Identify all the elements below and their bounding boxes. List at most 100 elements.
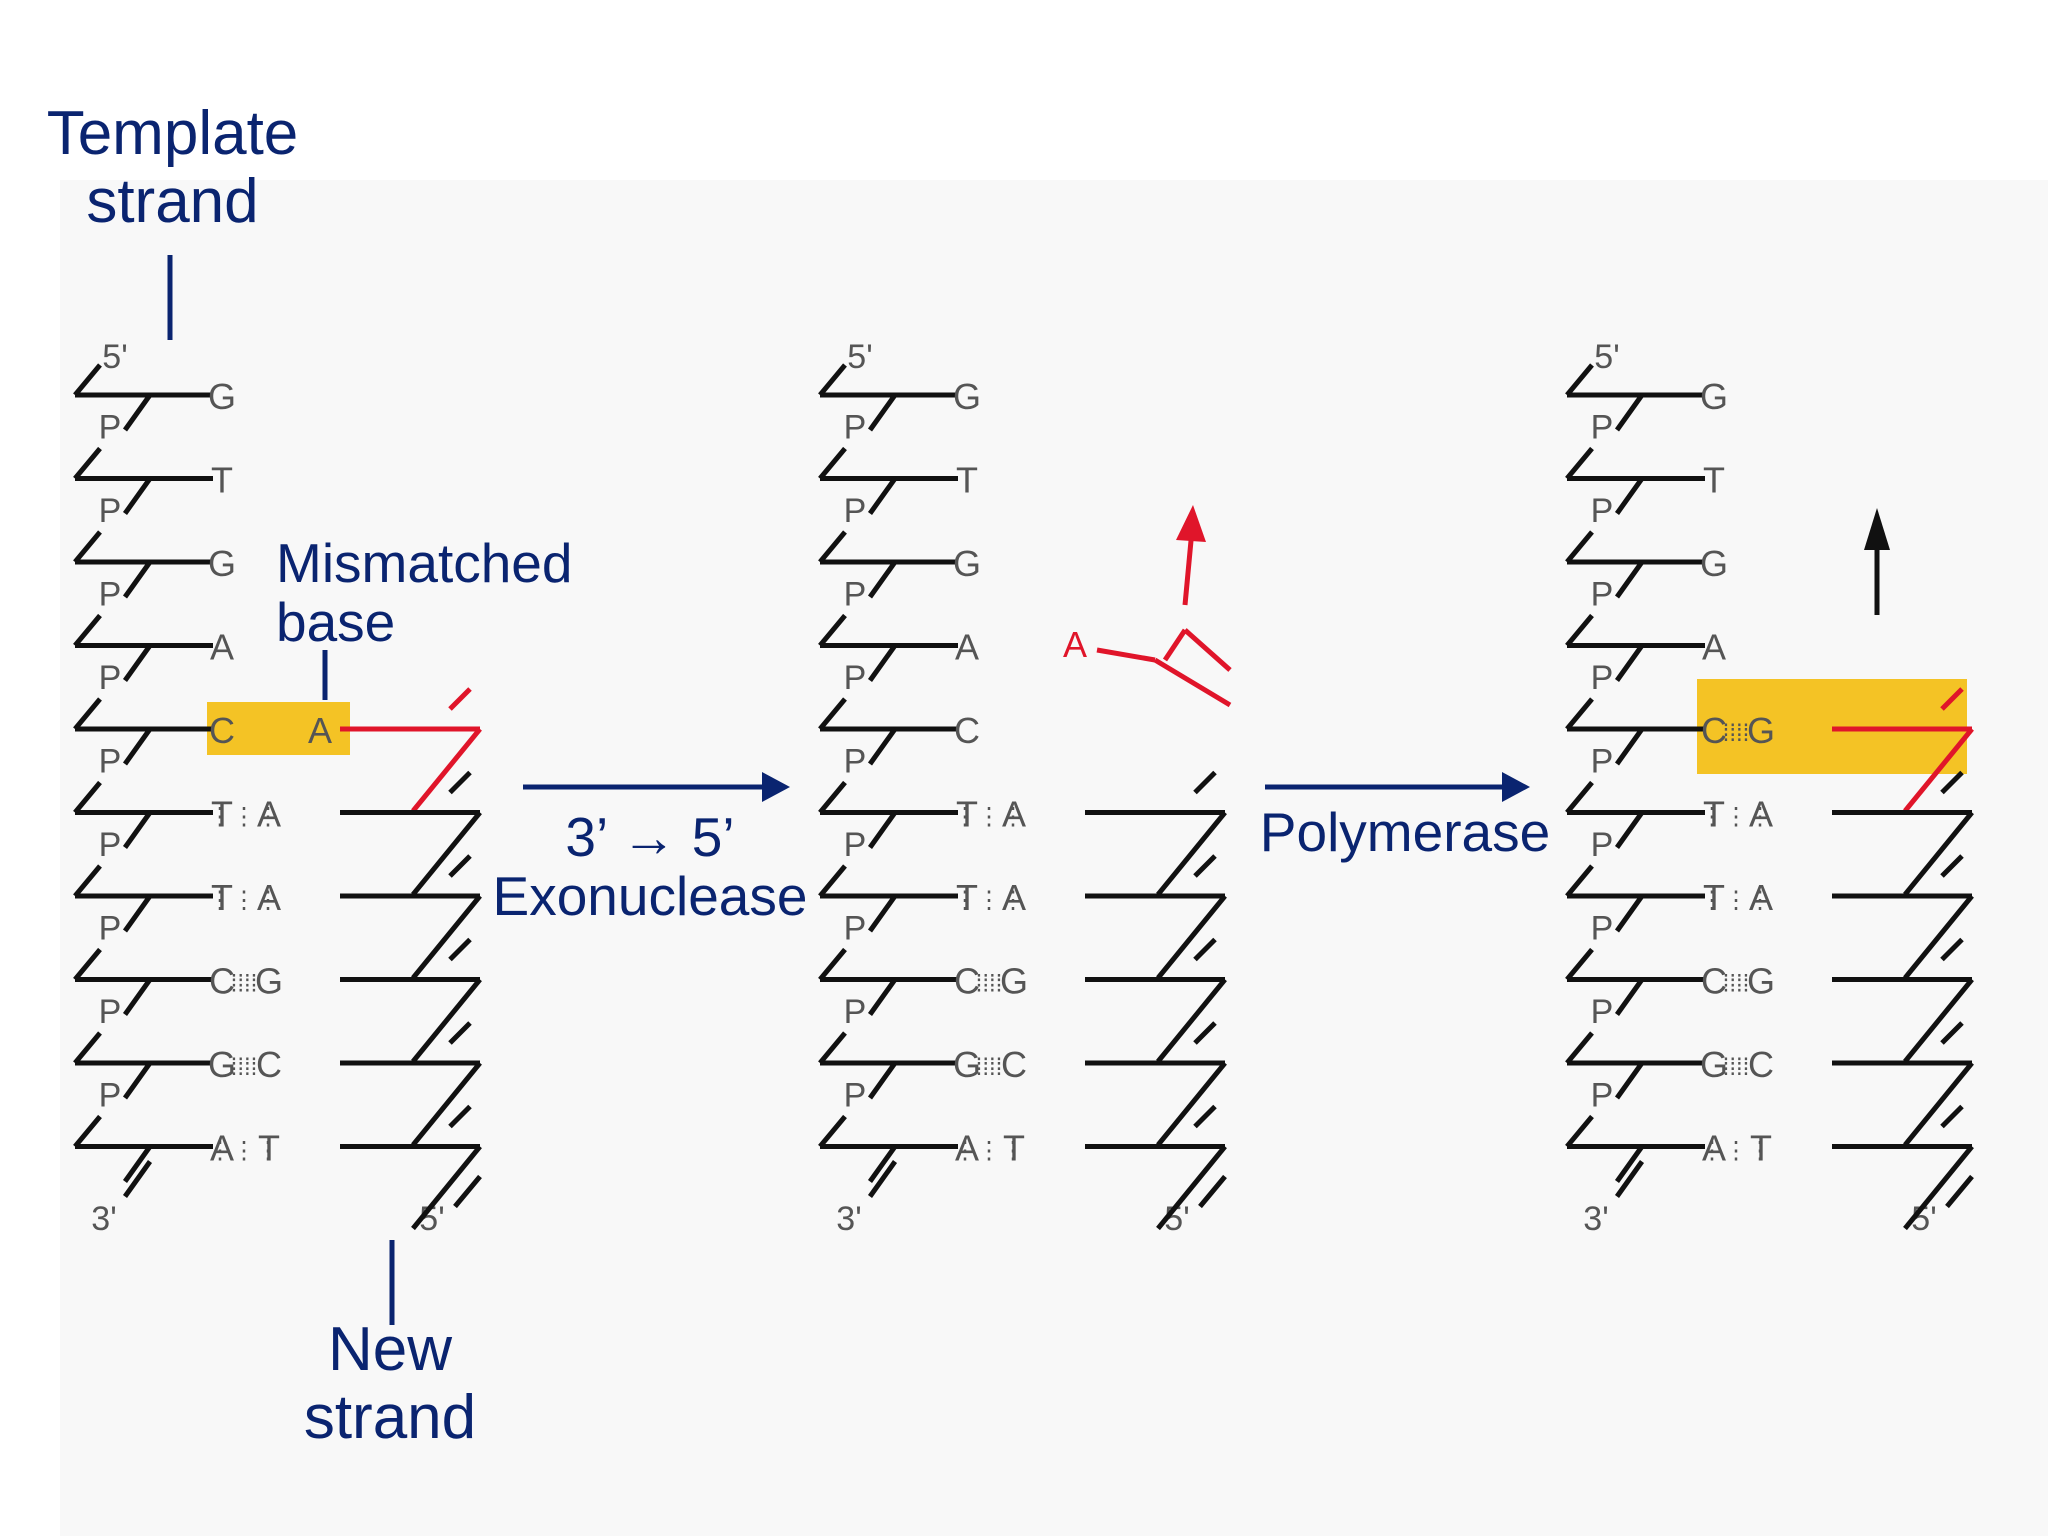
mismatched-base-line-1: Mismatched bbox=[276, 532, 573, 594]
phosphate-label: P bbox=[1591, 409, 1614, 447]
new-strand-sugar-diagonal bbox=[1903, 977, 1974, 1064]
excised-nucleotide-sugar bbox=[1153, 657, 1232, 708]
triple-hydrogen-bond: ⁞⁞⁞⁞ bbox=[231, 1054, 258, 1081]
phosphate-label: P bbox=[1591, 576, 1614, 614]
template-phosphate-link bbox=[1614, 978, 1645, 1016]
new-strand-base: T bbox=[1003, 1128, 1025, 1169]
template-phosphate-link bbox=[867, 894, 898, 933]
mismatched-base-line-2: base bbox=[276, 591, 396, 654]
new-strand-line-2: strand bbox=[303, 1383, 477, 1453]
new-strand-phosphate-link bbox=[1193, 770, 1217, 795]
phosphate-label: P bbox=[99, 576, 122, 614]
template-base: T bbox=[211, 460, 233, 501]
excision-arrow-shaft bbox=[1182, 529, 1195, 606]
template-base: A bbox=[1702, 1128, 1726, 1169]
template-sugar-link bbox=[818, 947, 847, 982]
new-strand-phosphate-link bbox=[1940, 687, 1964, 711]
template-base: C bbox=[209, 961, 235, 1002]
phosphate-label: P bbox=[1591, 826, 1614, 864]
template-sugar-link bbox=[1565, 780, 1594, 815]
template-5prime-label: 5' bbox=[847, 338, 872, 376]
triple-hydrogen-bond: ⁞⁞⁞⁞ bbox=[976, 1054, 1003, 1081]
template-base: G bbox=[953, 1044, 981, 1085]
template-3prime-label: 3' bbox=[836, 1200, 861, 1238]
template-phosphate-link bbox=[867, 1061, 898, 1100]
phosphate-label: P bbox=[99, 910, 122, 948]
new-strand-base: G bbox=[255, 961, 283, 1002]
new-strand-phosphate-link bbox=[448, 770, 472, 795]
double-hydrogen-bond: ⋮⋮⋮ bbox=[208, 804, 280, 831]
exonuclease-label: 3’ → 5’ Exonuclease bbox=[480, 807, 820, 928]
polymerase-arrow-head bbox=[1502, 772, 1530, 802]
template-phosphate-link bbox=[867, 477, 898, 515]
template-strand-label: Template strand bbox=[20, 99, 325, 236]
template-sugar-link bbox=[1565, 530, 1594, 564]
template-phosphate-link bbox=[867, 560, 898, 599]
excised-nucleotide-link bbox=[1183, 628, 1232, 672]
new-strand-base: A bbox=[1749, 794, 1773, 835]
template-sugar-link bbox=[867, 1160, 898, 1198]
new-strand-base: C bbox=[1748, 1044, 1774, 1085]
template-sugar-link bbox=[1565, 363, 1594, 397]
double-hydrogen-bond: ⋮⋮⋮ bbox=[1700, 1138, 1772, 1165]
triple-hydrogen-bond: ⁞⁞⁞⁞ bbox=[1723, 720, 1750, 747]
phosphate-label: P bbox=[99, 826, 122, 864]
new-strand-sugar-diagonal bbox=[1156, 810, 1227, 897]
phosphate-label: P bbox=[99, 492, 122, 530]
template-base: G bbox=[208, 1044, 236, 1085]
template-base: C bbox=[954, 961, 980, 1002]
new-strand-sugar-diagonal bbox=[1903, 1061, 1974, 1147]
new-strand-sugar-diagonal bbox=[1903, 727, 1974, 813]
new-strand-base: A bbox=[1749, 877, 1773, 918]
new-strand-phosphate-link bbox=[1193, 1104, 1217, 1129]
template-sugar-link bbox=[73, 864, 102, 898]
phosphate-label: P bbox=[844, 993, 867, 1031]
template-base: G bbox=[208, 376, 236, 417]
new-strand-base: A bbox=[257, 877, 281, 918]
template-phosphate-link bbox=[867, 393, 898, 432]
new-strand-sugar-diagonal bbox=[1903, 894, 1974, 980]
exonuclease-name: Exonuclease bbox=[492, 865, 808, 928]
double-hydrogen-bond: ⋮⋮⋮ bbox=[1700, 804, 1772, 831]
double-hydrogen-bond: ⋮⋮⋮ bbox=[1700, 887, 1772, 914]
double-hydrogen-bond: ⋮⋮⋮ bbox=[208, 887, 280, 914]
new-strand-sugar-diagonal bbox=[1156, 1144, 1227, 1231]
new-strand-sugar-diagonal bbox=[411, 727, 482, 813]
excised-nucleotide-rung bbox=[1096, 647, 1156, 663]
template-phosphate-link bbox=[1614, 644, 1645, 682]
template-phosphate-link bbox=[122, 727, 153, 766]
template-base: A bbox=[1702, 627, 1726, 668]
template-phosphate-link bbox=[122, 393, 153, 432]
new-strand-sugar-diagonal bbox=[411, 894, 482, 980]
template-3prime-label: 3' bbox=[91, 1200, 116, 1238]
template-sugar-link bbox=[818, 1114, 847, 1149]
template-sugar-link bbox=[73, 1031, 102, 1065]
template-phosphate-link bbox=[122, 644, 153, 682]
template-sugar-link bbox=[1565, 697, 1594, 731]
new-strand-phosphate-link bbox=[448, 854, 472, 878]
phosphate-label: P bbox=[844, 1077, 867, 1115]
phosphate-label: P bbox=[99, 1077, 122, 1115]
template-phosphate-link bbox=[1614, 811, 1645, 849]
template-phosphate-link bbox=[122, 477, 153, 515]
new-strand-base: T bbox=[258, 1128, 280, 1169]
new-strand-line-1: New bbox=[327, 1315, 453, 1384]
template-base: G bbox=[953, 376, 981, 417]
phosphate-label: P bbox=[1591, 743, 1614, 781]
template-phosphate-link bbox=[1614, 393, 1645, 432]
new-strand-phosphate-link bbox=[448, 1104, 472, 1129]
new-strand-phosphate-link bbox=[1193, 1021, 1217, 1045]
phosphate-label: P bbox=[1591, 492, 1614, 530]
new-strand-sugar-diagonal bbox=[411, 1061, 482, 1147]
excised-base: A bbox=[1063, 624, 1087, 665]
new-strand-base: A bbox=[257, 794, 281, 835]
template-base: G bbox=[1700, 1044, 1728, 1085]
template-base: G bbox=[208, 543, 236, 584]
template-base: T bbox=[211, 877, 233, 918]
new-strand-phosphate-link bbox=[448, 937, 472, 962]
new-strand-label: New strand bbox=[240, 1315, 540, 1453]
elongation-arrow-head bbox=[1864, 508, 1890, 550]
new-strand-sugar-diagonal bbox=[1903, 1144, 1974, 1231]
